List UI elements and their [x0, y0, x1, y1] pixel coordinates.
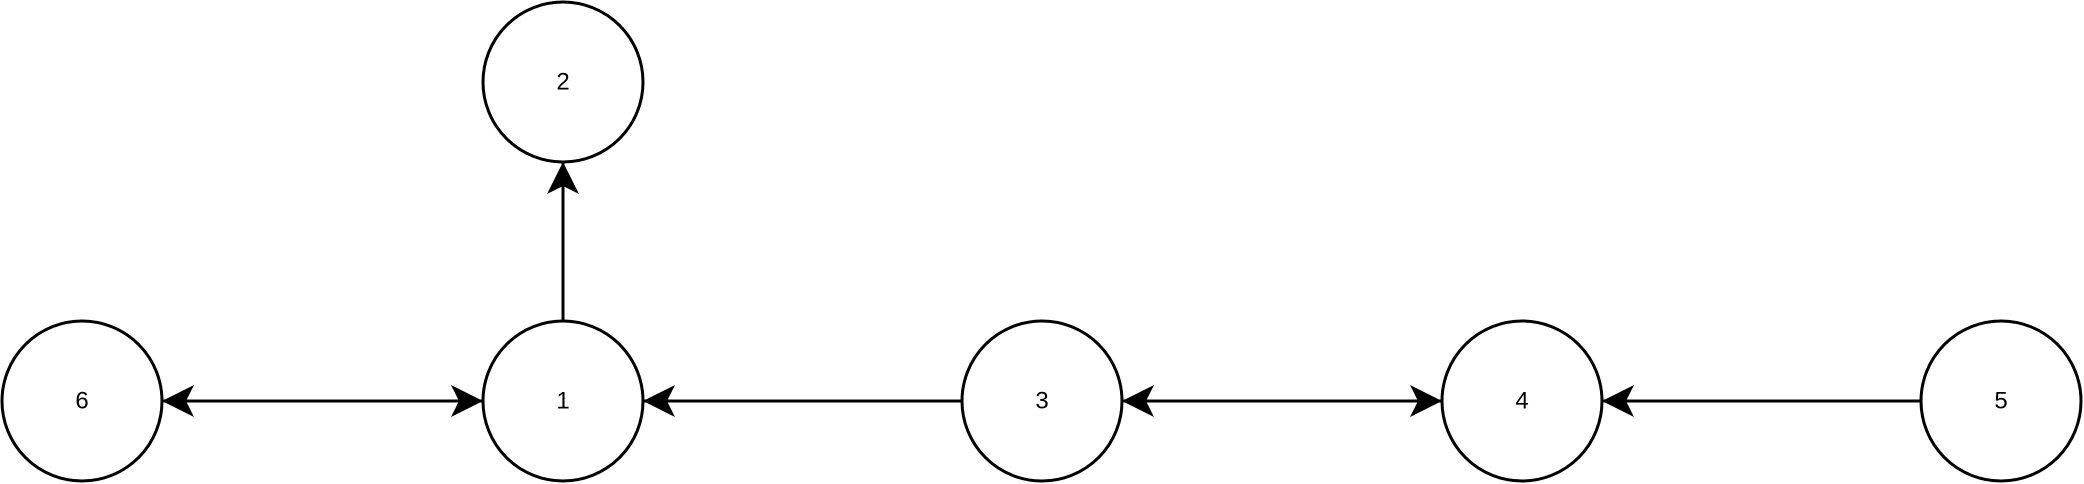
- node-label: 6: [75, 388, 88, 415]
- node-circle: [481, 319, 645, 483]
- node-label: 2: [556, 69, 569, 96]
- node-6: 6: [0, 319, 164, 483]
- node-label: 4: [1515, 388, 1528, 415]
- node-label: 1: [556, 388, 569, 415]
- node-3: 3: [960, 319, 1124, 483]
- node-2: 2: [481, 0, 645, 164]
- node-circle: [960, 319, 1124, 483]
- node-circle: [1440, 319, 1604, 483]
- node-label: 5: [1994, 388, 2007, 415]
- node-circle: [1919, 319, 2083, 483]
- node-5: 5: [1919, 319, 2083, 483]
- node-1: 1: [481, 319, 645, 483]
- node-circle: [0, 319, 164, 483]
- edges-layer: [162, 162, 1921, 417]
- node-label: 3: [1035, 388, 1048, 415]
- node-circle: [481, 0, 645, 164]
- node-4: 4: [1440, 319, 1604, 483]
